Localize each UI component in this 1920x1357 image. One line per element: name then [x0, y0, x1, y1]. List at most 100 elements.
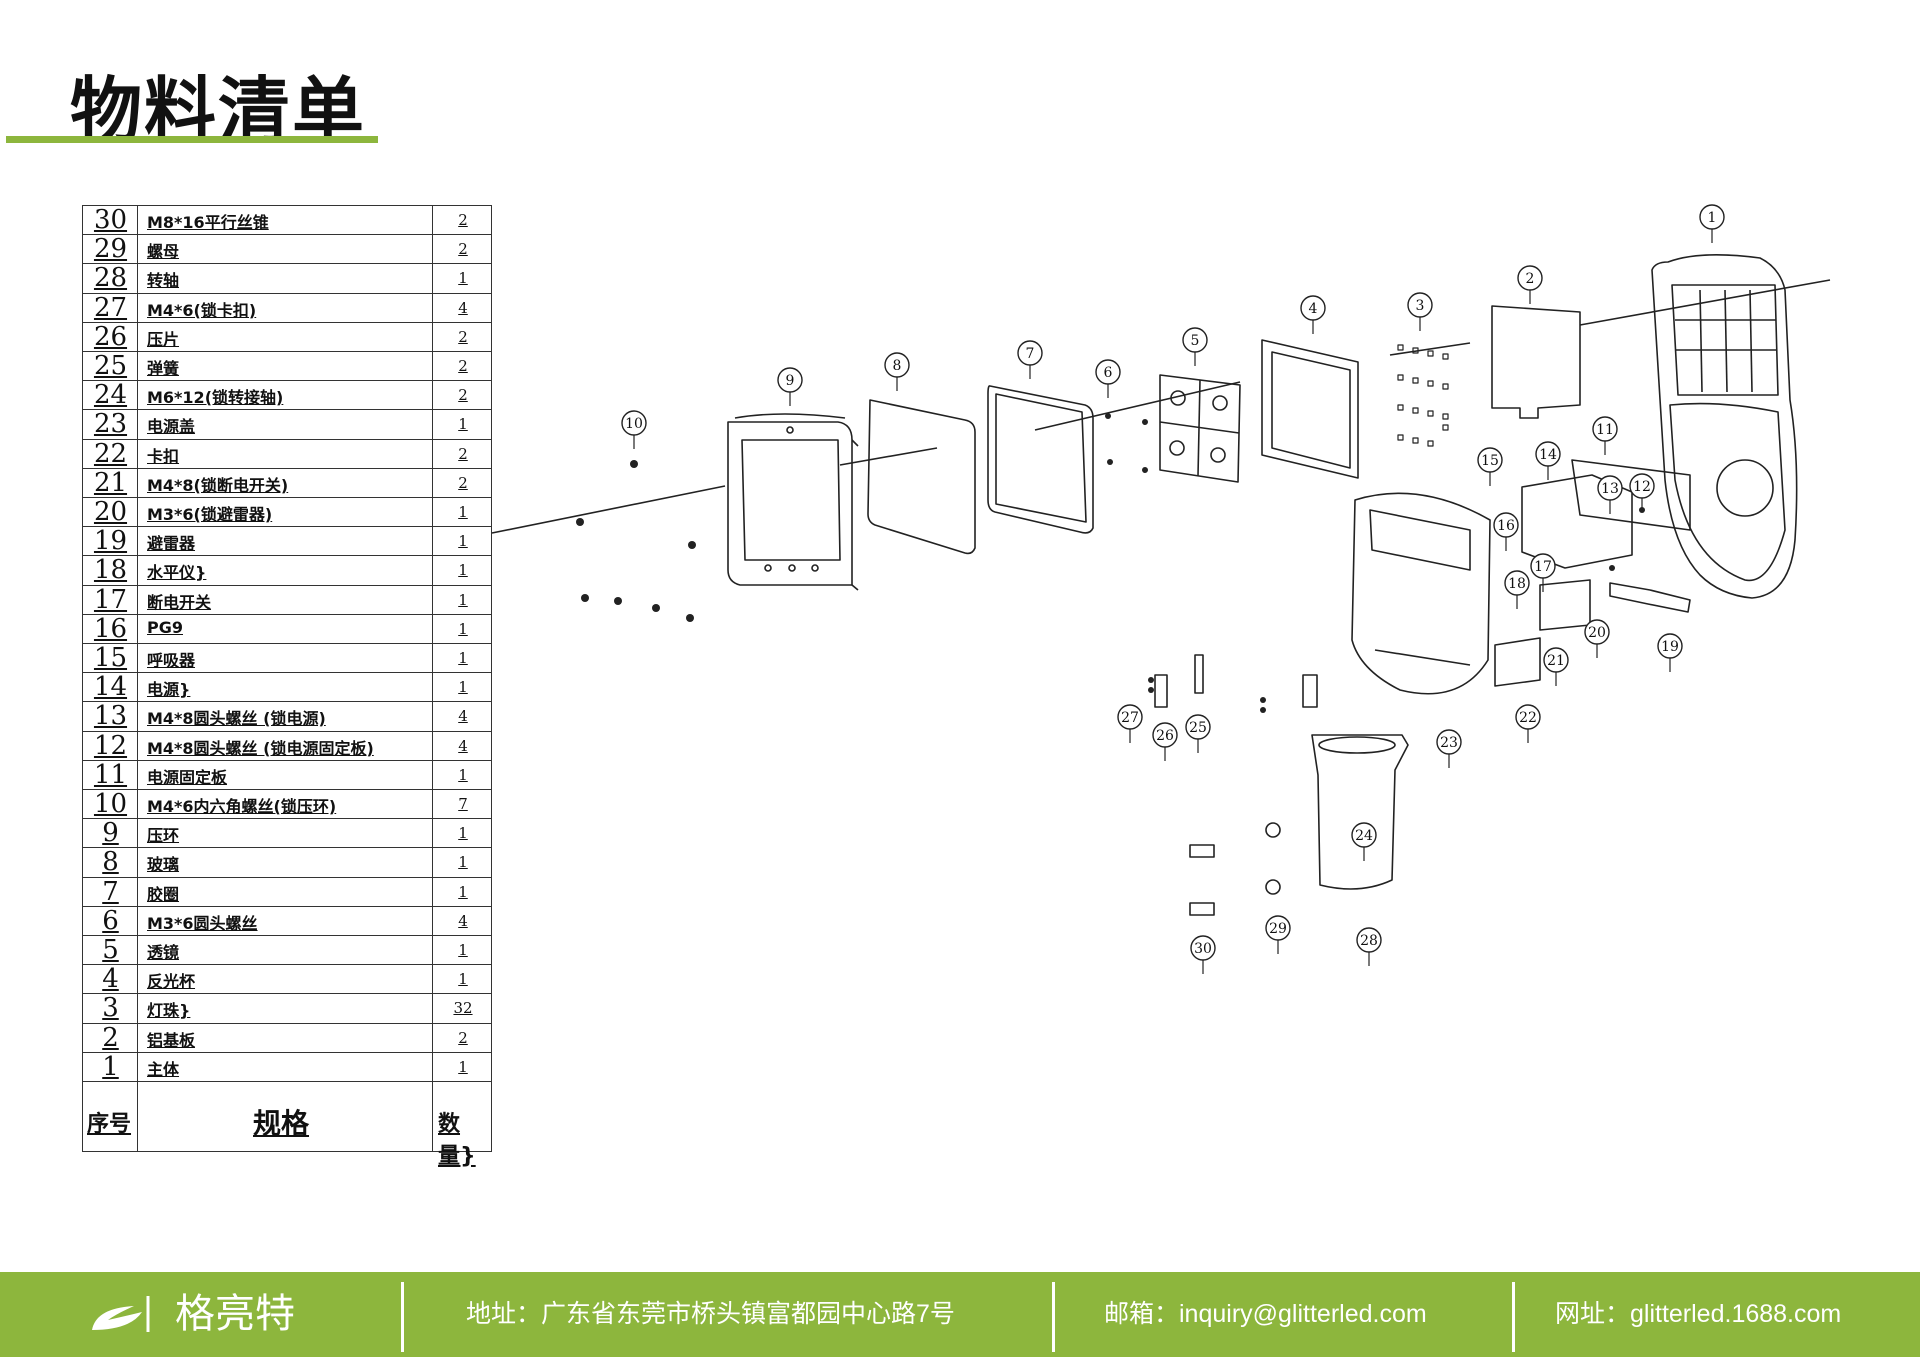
bom-row-number: 18	[93, 555, 128, 586]
callout-label: 5	[1191, 333, 1200, 349]
bom-row-number: 17	[93, 584, 128, 615]
bom-row-qty: 1	[458, 678, 468, 697]
nut-29	[1265, 879, 1281, 895]
callout-14: 14	[1535, 441, 1561, 480]
callout-30: 30	[1190, 935, 1216, 974]
bom-row: 10 M4*6内六角螺丝(锁压环) 7	[83, 789, 491, 820]
lens-part	[1159, 374, 1241, 483]
bom-row-qty: 1	[458, 532, 468, 551]
main-body-part	[1651, 254, 1798, 599]
screw-30	[1189, 844, 1215, 858]
bom-row-qty: 32	[453, 999, 473, 1018]
footer-separator	[1512, 1282, 1515, 1352]
callout-label: 22	[1519, 710, 1537, 726]
bom-row-spec: M4*6内六角螺丝(锁压环)	[147, 797, 337, 816]
breaker-switch-part	[1539, 579, 1591, 631]
callout-label: 15	[1481, 453, 1499, 469]
callout-8: 8	[884, 352, 910, 391]
callout-label: 10	[625, 416, 643, 432]
footer-separator	[401, 1282, 404, 1352]
bom-row-qty: 2	[458, 473, 468, 492]
callout-22: 22	[1515, 704, 1541, 743]
bom-row-spec: 避雷器	[147, 534, 196, 554]
bom-row-qty: 1	[458, 970, 468, 989]
callout-label: 20	[1588, 625, 1606, 641]
leader-line	[839, 447, 938, 466]
footer-email: 邮箱：inquiry@glitterled.com	[1104, 1300, 1427, 1328]
header-spec: 规格	[253, 1107, 310, 1140]
bom-row: 2 铝基板 2	[83, 1022, 491, 1053]
callout-label: 3	[1416, 298, 1425, 314]
callout-label: 2	[1526, 271, 1535, 287]
screw-markers	[576, 413, 1645, 713]
callout-29: 29	[1265, 915, 1291, 954]
bom-row-spec: 反光杯	[147, 972, 196, 992]
bom-row-spec: 压片	[147, 329, 180, 349]
bom-row-number: 22	[93, 438, 128, 469]
bom-row-number: 4	[102, 964, 119, 995]
gasket-part	[987, 385, 1094, 534]
bom-row-number: 2	[102, 1022, 119, 1053]
screw-30	[1189, 902, 1215, 916]
callout-label: 28	[1360, 933, 1378, 949]
callout-19: 19	[1657, 633, 1683, 672]
bom-row-spec: 弹簧	[147, 359, 180, 378]
bom-row-qty: 1	[458, 1057, 468, 1076]
callout-13: 13	[1597, 475, 1623, 514]
bom-row-qty: 1	[458, 765, 468, 784]
bom-row-number: 29	[93, 234, 128, 265]
callout-label: 27	[1121, 710, 1139, 726]
header-no: 序号	[87, 1112, 132, 1137]
bom-row-qty: 2	[458, 444, 468, 463]
brand-name: 格亮特	[175, 1291, 295, 1337]
leader-line	[1389, 342, 1471, 356]
bom-row-spec: 水平仪}	[147, 563, 207, 583]
bom-row-qty: 2	[458, 1028, 468, 1047]
footer-address: 地址：广东省东莞市桥头镇富都园中心路7号	[466, 1300, 955, 1328]
bom-row-spec: 透镜	[147, 943, 180, 962]
bom-row-number: 3	[102, 993, 119, 1024]
callout-2: 2	[1517, 265, 1543, 304]
callout-label: 13	[1601, 481, 1619, 497]
title-underline	[6, 136, 378, 143]
callout-7: 7	[1017, 340, 1043, 379]
footer-website: 网址：glitterled.1688.com	[1555, 1300, 1842, 1328]
callout-5: 5	[1182, 327, 1208, 366]
bom-row-number: 5	[102, 935, 119, 965]
bom-row-qty: 7	[458, 795, 468, 813]
bom-row-qty: 1	[458, 415, 468, 434]
bom-row-number: 26	[93, 321, 128, 352]
callout-label: 24	[1355, 828, 1373, 844]
bom-row-qty: 1	[458, 269, 468, 288]
callout-label: 29	[1269, 921, 1287, 937]
bom-row-number: 16	[93, 613, 128, 644]
bom-row-spec: 铝基板	[147, 1030, 196, 1050]
bom-row-number: 21	[93, 467, 128, 498]
bom-row-qty: 1	[458, 503, 468, 521]
footer-separator	[1052, 1282, 1055, 1352]
callout-9: 9	[777, 367, 803, 406]
callout-18: 18	[1504, 570, 1530, 609]
callout-label: 8	[893, 358, 902, 374]
pressing-plate-part	[1154, 674, 1168, 708]
callout-24: 24	[1351, 822, 1377, 861]
bom-row-spec: 电源盖	[147, 417, 196, 437]
callout-17: 17	[1530, 553, 1556, 592]
bom-row-number: 25	[93, 351, 128, 381]
callout-label: 16	[1497, 518, 1515, 534]
bom-row-number: 15	[93, 643, 128, 673]
bom-row-number: 10	[93, 789, 128, 819]
